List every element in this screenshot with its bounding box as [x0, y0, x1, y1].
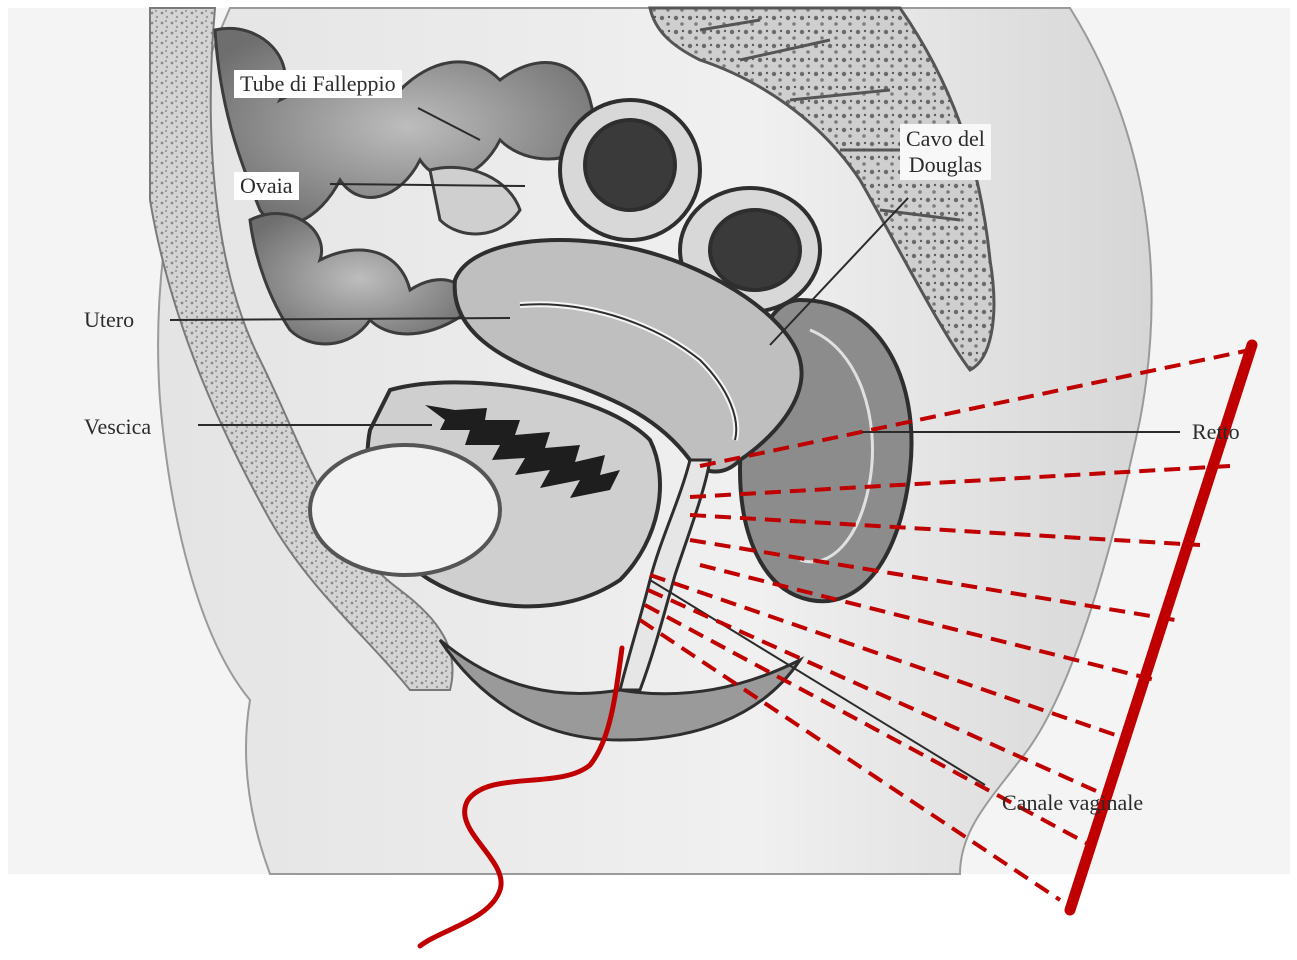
- label-rectum: Retto: [1192, 419, 1240, 445]
- label-vaginal-canal: Canale vaginale: [1002, 790, 1143, 816]
- label-pouch-line2: Douglas: [906, 152, 985, 178]
- label-bladder: Vescica: [84, 414, 151, 440]
- label-pouch-of-douglas: Cavo del Douglas: [900, 124, 991, 180]
- label-ovaries: Ovaia: [234, 172, 299, 200]
- label-pouch-line1: Cavo del: [906, 126, 985, 152]
- label-fallopian-tubes: Tube di Falleppio: [234, 70, 402, 98]
- pubic-bone: [310, 445, 500, 575]
- label-uterus: Utero: [84, 307, 134, 333]
